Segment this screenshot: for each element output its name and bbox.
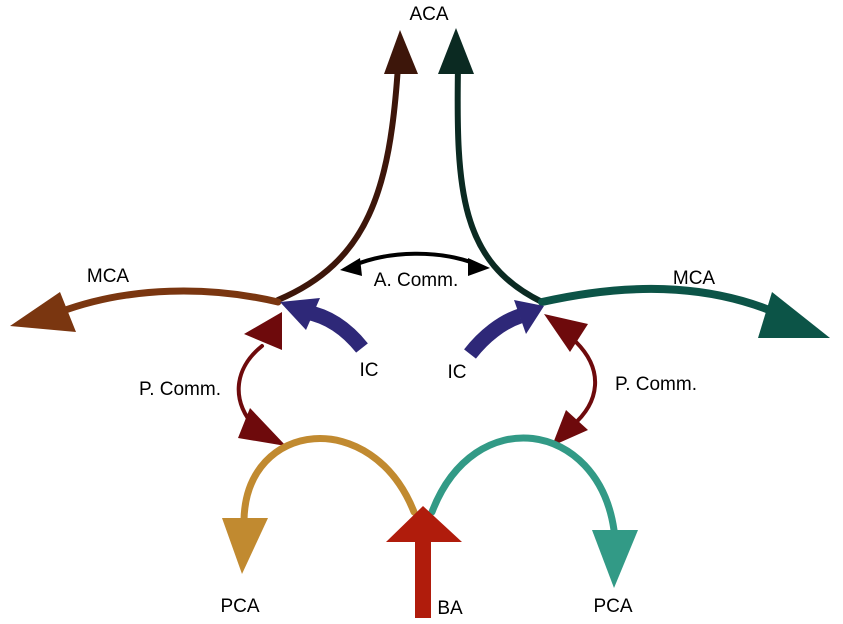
p-comm-left-head-bottom [238, 408, 286, 446]
aca-left-shaft [275, 63, 401, 303]
mca-left-arrow [10, 287, 282, 332]
label-p-comm-right: P. Comm. [615, 374, 697, 395]
ic-left-head [280, 298, 320, 330]
pca-left-shaft [240, 435, 418, 524]
label-a-comm: A. Comm. [374, 270, 458, 291]
ic-right-head [514, 300, 544, 334]
ba-arrow [386, 506, 462, 618]
mca-right-head [758, 292, 830, 338]
p-comm-right-shaft [570, 340, 598, 428]
ic-right-shaft [464, 308, 523, 359]
label-ic-left: IC [360, 360, 379, 381]
a-comm-arrow [340, 251, 490, 276]
label-pca-left: PCA [220, 596, 259, 617]
mca-left-shaft [56, 287, 282, 316]
p-comm-right-arrow [544, 314, 598, 446]
pca-right-head [592, 530, 638, 588]
ba-head [386, 506, 462, 542]
aca-left-arrow [275, 30, 418, 303]
ic-left-shaft [304, 304, 368, 353]
aca-right-arrow [438, 28, 545, 305]
p-comm-left-head-top [244, 312, 282, 350]
label-pca-right: PCA [593, 596, 632, 617]
a-comm-head-right [468, 258, 490, 276]
label-mca-right: MCA [673, 268, 716, 289]
p-comm-right-head-bottom [552, 410, 588, 446]
label-ic-right: IC [448, 362, 467, 383]
pca-right-arrow [428, 434, 638, 588]
label-ba: BA [437, 598, 463, 619]
mca-right-shaft [538, 284, 792, 322]
mca-right-arrow [538, 284, 830, 338]
pca-left-head [222, 518, 268, 574]
label-mca-left: MCA [87, 266, 130, 287]
label-aca: ACA [409, 4, 448, 25]
p-comm-left-arrow [236, 312, 286, 446]
ba-shaft [415, 536, 431, 618]
ic-left-arrow [280, 298, 368, 353]
p-comm-right-head-top [544, 314, 588, 352]
mca-left-head [10, 292, 76, 332]
a-comm-shaft [350, 251, 478, 268]
aca-right-shaft [454, 63, 545, 305]
pca-right-shaft [428, 434, 618, 534]
pca-left-arrow [222, 435, 418, 574]
label-p-comm-left: P. Comm. [139, 379, 221, 400]
ic-right-arrow [464, 300, 544, 359]
aca-right-head [438, 28, 474, 74]
a-comm-head-left [340, 258, 362, 276]
aca-left-head [384, 30, 418, 74]
